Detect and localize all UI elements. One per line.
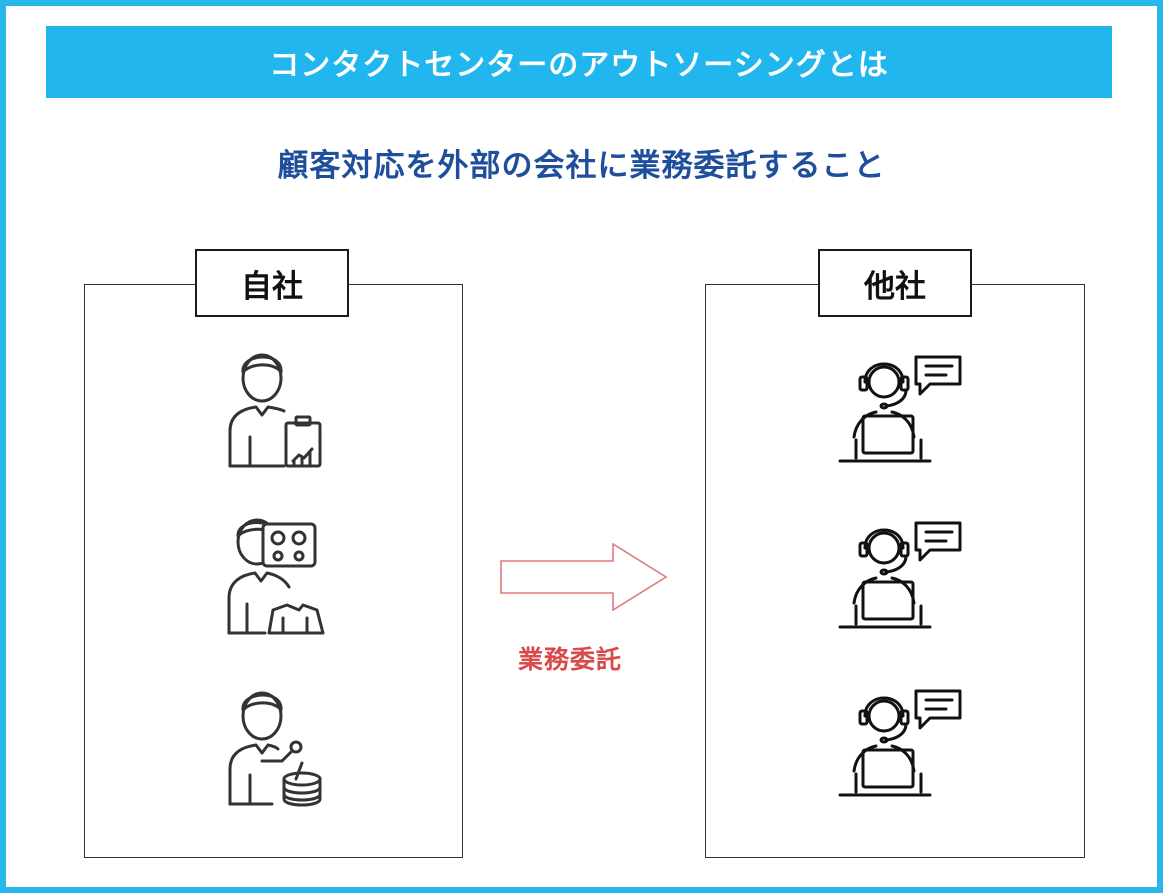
call-center-operator-icon — [838, 355, 962, 463]
subtitle: 顧客対応を外部の会社に業務委託すること — [277, 148, 886, 184]
own-company-label: 自社 — [195, 249, 349, 317]
call-center-operator-icon — [838, 689, 962, 797]
header-title: コンタクトセンターのアウトソーシングとは — [269, 48, 889, 83]
delegation-label: 業務委託 — [517, 645, 622, 674]
technician-person-icon — [227, 518, 325, 635]
engineer-person-icon — [228, 691, 322, 807]
header-banner: コンタクトセンターのアウトソーシングとは — [46, 26, 1112, 98]
delegation-arrow — [500, 543, 668, 611]
call-center-operator-icon — [838, 521, 962, 629]
analyst-person-icon — [228, 353, 322, 468]
other-company-label: 他社 — [818, 249, 972, 317]
